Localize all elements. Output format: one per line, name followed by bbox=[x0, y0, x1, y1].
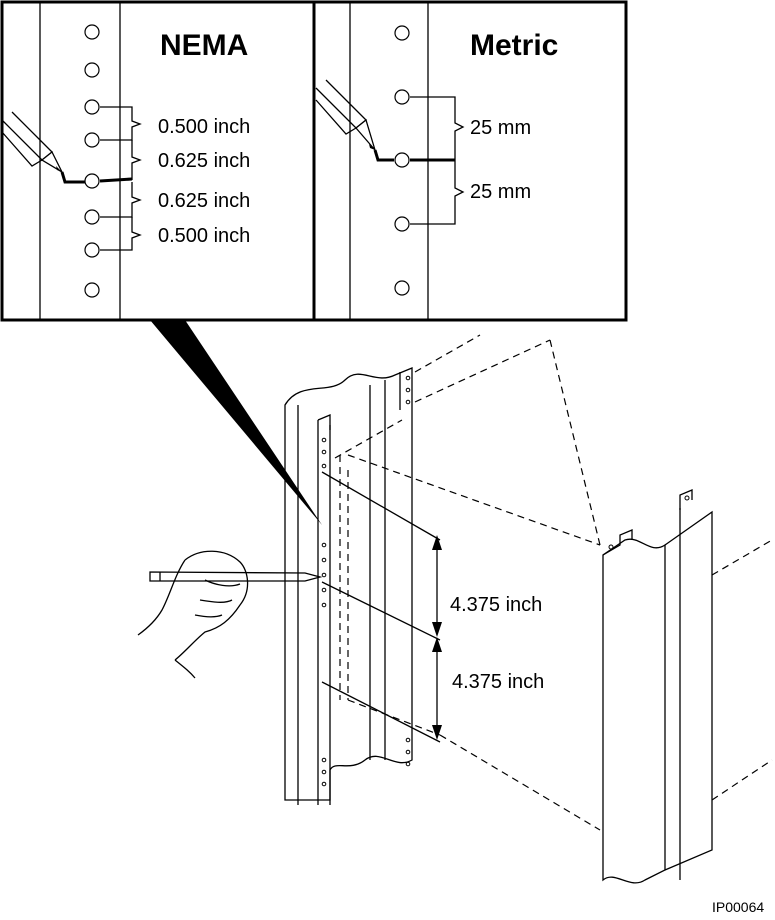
nema-spacing-label-1: 0.500 inch bbox=[158, 116, 250, 138]
pencil-icon bbox=[1, 111, 64, 174]
nema-spacing-label-2: 0.625 inch bbox=[158, 150, 250, 172]
unit-outline bbox=[321, 470, 441, 743]
rail-holes-lower bbox=[321, 375, 411, 787]
metric-spacing-braces bbox=[410, 96, 465, 225]
metric-panel: Metric 25 mm 25 mm bbox=[315, 2, 558, 320]
nema-spacing-label-4: 0.500 inch bbox=[158, 225, 250, 247]
figure-code: IP00064 bbox=[712, 899, 764, 915]
callout-wedge bbox=[150, 320, 322, 525]
nema-spacing-braces bbox=[100, 106, 142, 251]
nema-panel: NEMA 0.500 inch 0.625 inch 0.625 inch 0.… bbox=[1, 2, 250, 320]
pencil-icon bbox=[315, 79, 376, 151]
unit-dimension-arrows bbox=[432, 535, 442, 740]
metric-spacing-label-1: 25 mm bbox=[470, 117, 531, 139]
detail-callout: NEMA 0.500 inch 0.625 inch 0.625 inch 0.… bbox=[0, 0, 628, 322]
left-rack-post bbox=[284, 367, 413, 805]
right-rack-post bbox=[602, 489, 713, 884]
nema-title: NEMA bbox=[160, 29, 248, 62]
nema-spacing-label-3: 0.625 inch bbox=[158, 190, 250, 212]
metric-title: Metric bbox=[470, 29, 558, 62]
unit-spacing-label-2: 4.375 inch bbox=[452, 671, 544, 693]
hand-with-pencil-icon bbox=[137, 550, 323, 679]
metric-spacing-label-2: 25 mm bbox=[470, 181, 531, 203]
unit-spacing-label-1: 4.375 inch bbox=[450, 594, 542, 616]
rack-illustration: 4.375 inch 4.375 inch bbox=[137, 320, 773, 884]
perspective-guides bbox=[334, 334, 773, 831]
